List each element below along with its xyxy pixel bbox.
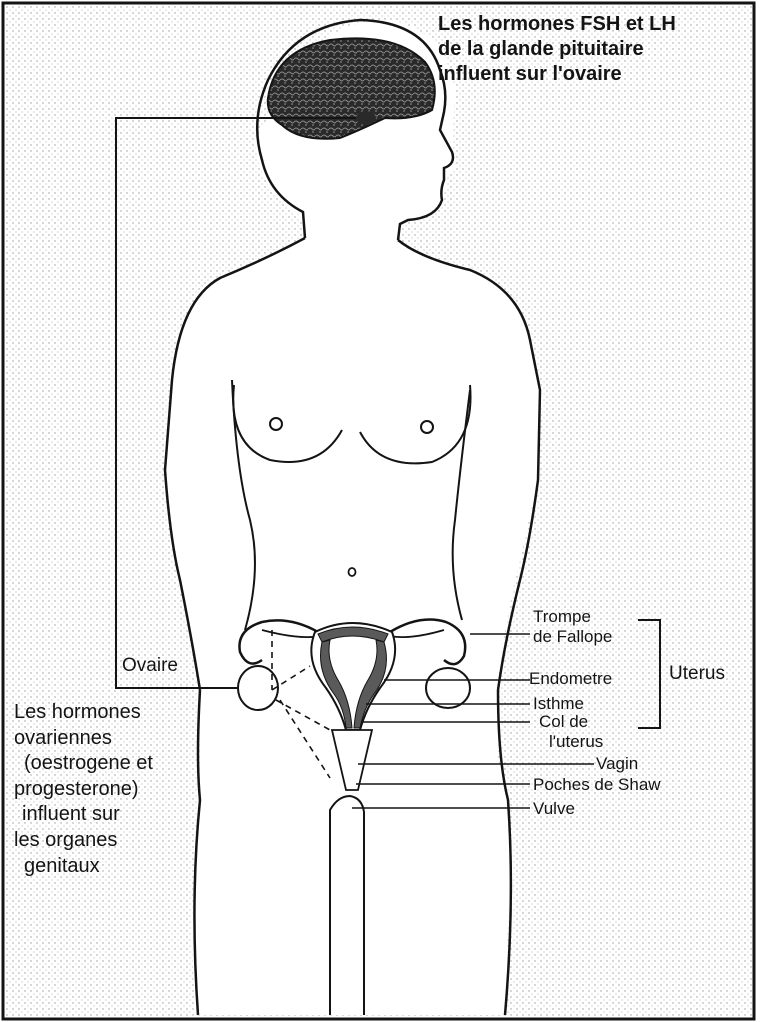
title-line-3: influent sur l'ovaire [438, 62, 676, 87]
side-line-7: genitaux [14, 854, 153, 880]
right-ovary [426, 668, 470, 708]
label-col-line2: l'uterus [549, 733, 603, 752]
label-ovaire: Ovaire [122, 656, 178, 677]
label-vagin: Vagin [596, 755, 638, 774]
label-endometre: Endometre [529, 670, 612, 689]
side-line-6: les organes [14, 828, 153, 854]
label-isthme: Isthme [533, 695, 584, 714]
pituitary-gland [356, 111, 376, 125]
side-line-1: Les hormones [14, 700, 153, 726]
label-vulve: Vulve [533, 800, 575, 819]
label-poches-de-shaw: Poches de Shaw [533, 776, 661, 795]
title-line-1: Les hormones FSH et LH [438, 12, 676, 37]
label-trompe-line1: Trompe [533, 608, 591, 627]
side-line-3: (oestrogene et [14, 751, 153, 777]
side-line-2: ovariennes [14, 726, 153, 752]
label-uterus: Uterus [669, 664, 725, 685]
title-line-2: de la glande pituitaire [438, 37, 676, 62]
label-col-line1: Col de [539, 713, 588, 732]
side-text: Les hormones ovariennes (oestrogene et p… [14, 700, 153, 879]
side-line-4: progesterone) [14, 777, 153, 803]
diagram-title: Les hormones FSH et LH de la glande pitu… [438, 12, 676, 87]
side-line-5: influent sur [14, 802, 153, 828]
label-trompe-line2: de Fallope [533, 628, 612, 647]
